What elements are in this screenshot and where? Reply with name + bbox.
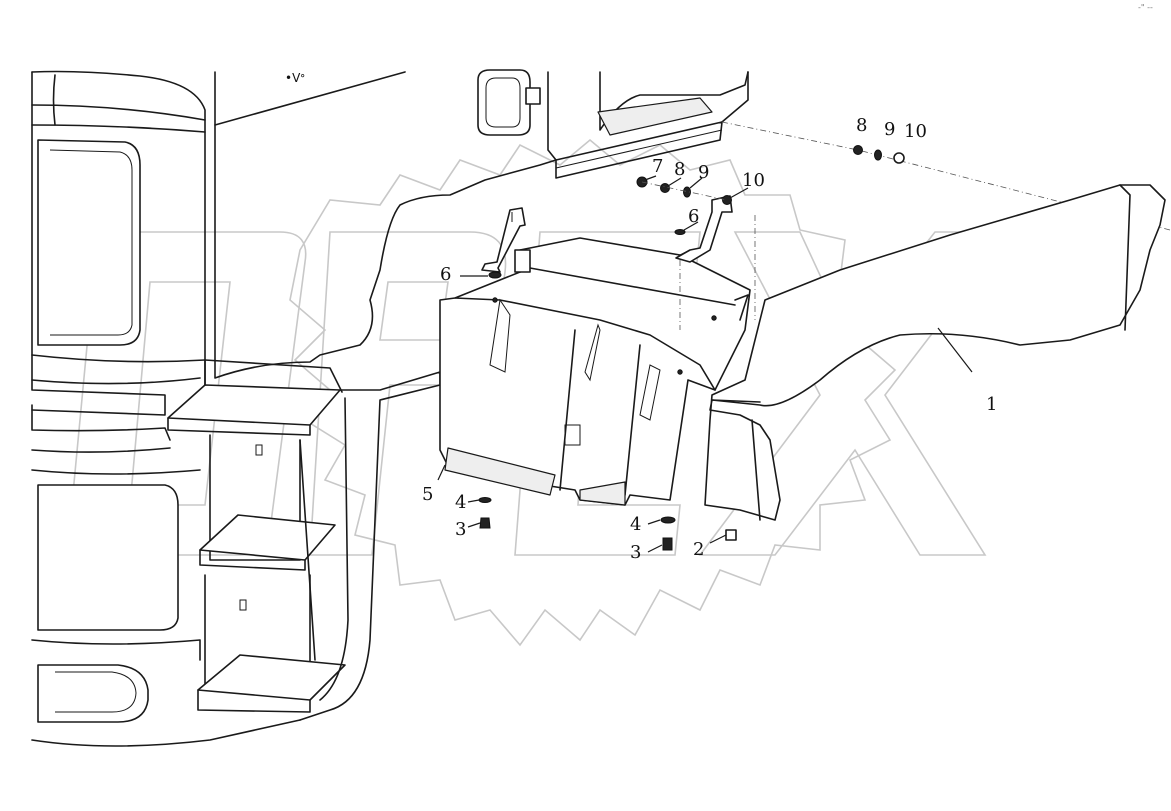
callout-10-lower: 10 (742, 170, 765, 191)
part-8-washer-lower (660, 183, 670, 193)
callout-labels: 1 2 3 3 4 4 5 6 6 7 8 8 9 9 10 10 (422, 115, 997, 563)
callout-3-left: 3 (455, 519, 466, 540)
callout-8-lower: 8 (674, 159, 685, 180)
callout-7: 7 (652, 156, 663, 177)
callout-9-upper: 9 (884, 119, 895, 140)
callout-9-lower: 9 (698, 162, 709, 183)
part-6-bracket-right (675, 195, 733, 263)
corner-mark: -" -- (1138, 3, 1153, 12)
part-10-nut-upper (893, 152, 905, 164)
part-1-fender (704, 184, 1166, 521)
part-3-screw-right (662, 537, 673, 551)
callout-4-left: 4 (455, 492, 466, 513)
cab-logo-mark: •ᐯᐤ (285, 71, 305, 85)
callout-1: 1 (986, 394, 997, 415)
part-9-washer-lower (683, 186, 691, 198)
leader-lines (437, 175, 973, 553)
part-4-washer-right (660, 516, 676, 524)
part-6-bracket-left (481, 207, 531, 273)
part-6-clip-right (674, 229, 686, 235)
callout-2: 2 (693, 539, 704, 560)
callout-10-upper: 10 (904, 121, 927, 142)
part-6-clip-left (488, 271, 502, 279)
part-2-clip (725, 529, 737, 541)
callout-6-left: 6 (440, 264, 451, 285)
part-3-screw-left (479, 517, 491, 529)
callout-8-upper: 8 (856, 115, 867, 136)
step-assembly (167, 359, 441, 721)
part-4-washer-left (478, 497, 492, 503)
part-8-washer-upper (853, 145, 863, 155)
cab-front-structure: •ᐯᐤ (31, 69, 557, 747)
part-10-nut-lower (722, 195, 732, 205)
callout-4-right: 4 (630, 514, 641, 535)
callout-3-right: 3 (630, 542, 641, 563)
callout-5: 5 (422, 484, 433, 505)
hardware-fasteners (478, 145, 905, 551)
part-9-washer-upper (874, 149, 882, 161)
part-5-mudguard (439, 237, 751, 506)
callout-6-right: 6 (688, 206, 699, 227)
